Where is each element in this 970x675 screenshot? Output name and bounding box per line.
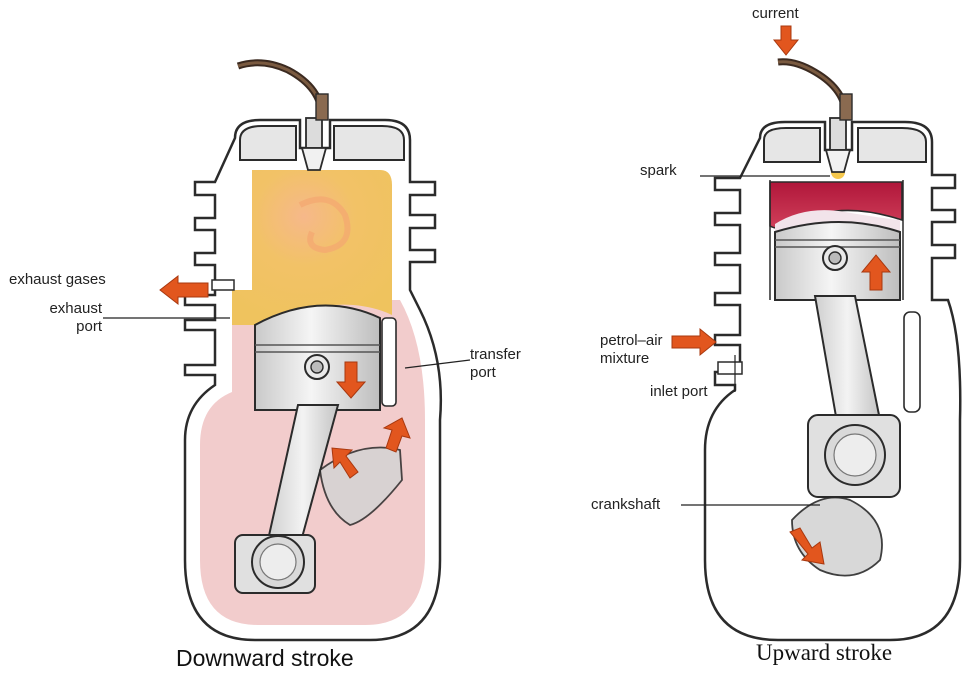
current-arrow (774, 26, 798, 55)
label-transfer-port-line2: port (470, 364, 496, 381)
left-transfer-port (382, 318, 396, 406)
inlet-arrow (672, 329, 716, 355)
label-petrol-air-line2: mixture (600, 350, 649, 367)
left-head-cap (240, 126, 296, 160)
right-transfer-port (904, 312, 920, 412)
caption-downward-stroke: Downward stroke (176, 645, 354, 672)
left-engine (103, 63, 470, 640)
label-spark: spark (640, 162, 677, 179)
caption-upward-stroke: Upward stroke (756, 640, 892, 666)
label-exhaust-gases: exhaust gases (9, 271, 106, 288)
right-head-cap (858, 128, 926, 162)
label-current: current (752, 5, 799, 22)
left-head-cap (334, 126, 404, 160)
label-petrol-air-line1: petrol–air (600, 332, 663, 349)
right-engine (672, 26, 960, 640)
label-crankshaft: crankshaft (591, 496, 660, 513)
label-exhaust-port-line2: port (20, 318, 102, 335)
right-head-cap (764, 128, 820, 162)
label-exhaust-port-line1: exhaust (20, 300, 102, 317)
label-inlet-port: inlet port (650, 383, 708, 400)
label-transfer-port-line1: transfer (470, 346, 521, 363)
